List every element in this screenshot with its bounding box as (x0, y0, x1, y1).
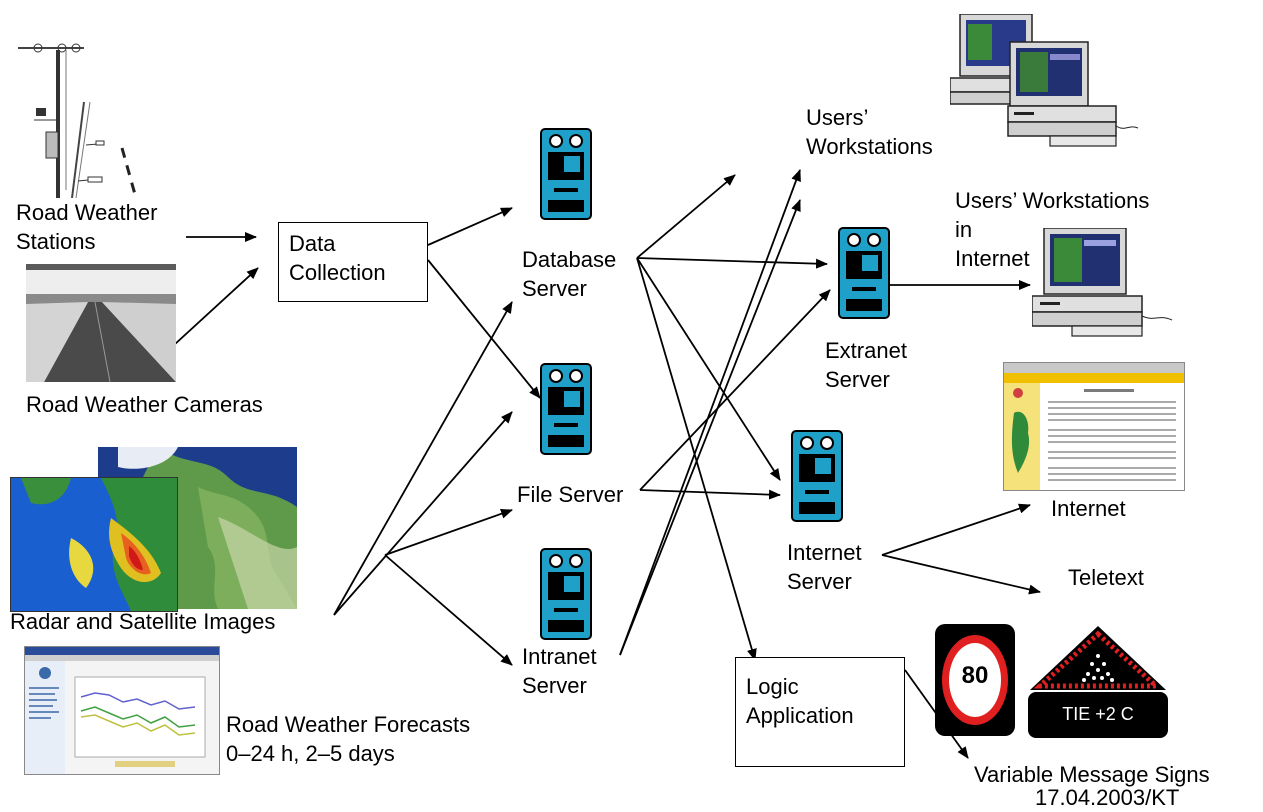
camera-image (26, 264, 176, 382)
webpage-screenshot (1003, 362, 1185, 491)
logic-application-label: Logic (746, 674, 799, 699)
server-icon (838, 227, 890, 324)
label-line: Server (825, 367, 890, 392)
weather-station-icon (14, 40, 144, 198)
logic-application-box: Logic Application (735, 657, 905, 767)
server-icon (540, 363, 592, 460)
warning-sign-icon: TIE +2 C (1028, 624, 1168, 738)
users-workstations-label: Users’ Workstations (806, 103, 933, 161)
extranet-server-label: Extranet Server (825, 336, 907, 394)
label-line: Intranet (522, 644, 597, 669)
logic-application-label: Application (746, 703, 854, 728)
label-line: Extranet (825, 338, 907, 363)
server-icon (540, 128, 592, 225)
label-line: Server (787, 569, 852, 594)
label-line: 0–24 h, 2–5 days (226, 741, 395, 766)
label-line: Users’ (806, 105, 869, 130)
internet-server-label: Internet Server (787, 538, 862, 596)
label-line: Road Weather Forecasts (226, 712, 471, 737)
data-collection-box: Data Collection (278, 222, 428, 302)
label-line: in (955, 217, 973, 242)
label-line: Road Weather (16, 200, 158, 225)
users-workstations-internet-label: Users’ Workstations in Internet (955, 186, 1149, 273)
data-collection-label: Data (289, 231, 336, 256)
label-line: Users’ Workstations (955, 188, 1150, 213)
file-server-label: File Server (517, 482, 624, 507)
road-weather-stations-label: Road Weather Stations (16, 198, 157, 256)
road-temp-text: TIE +2 C (1062, 704, 1134, 724)
forecast-screenshot (24, 646, 220, 775)
speed-sign-icon: 80 (935, 624, 1015, 736)
database-server-label: Database Server (522, 245, 616, 303)
label-line: Workstations (806, 134, 933, 159)
teletext-label: Teletext (1068, 565, 1144, 590)
variable-message-signs-label: Variable Message Signs (974, 762, 1210, 787)
workstation-icon (1031, 227, 1178, 345)
label-line: Server (522, 673, 587, 698)
road-weather-cameras-label: Road Weather Cameras (26, 392, 263, 417)
label-line: Server (522, 276, 587, 301)
satellite-image (98, 447, 297, 609)
label-line: Stations (16, 229, 96, 254)
label-line: Database (522, 247, 617, 272)
radar-satellite-label: Radar and Satellite Images (10, 609, 276, 634)
internet-label: Internet (1051, 496, 1126, 521)
speed-limit-value: 80 (961, 662, 989, 689)
workstation-icon (949, 13, 1140, 159)
label-line: Internet (787, 540, 862, 565)
data-collection-label: Collection (289, 260, 386, 285)
server-icon (540, 548, 592, 645)
server-icon (791, 430, 843, 527)
radar-image (10, 477, 178, 612)
forecasts-label: Road Weather Forecasts 0–24 h, 2–5 days (226, 710, 470, 768)
footer-date: 17.04.2003/KT (1035, 785, 1180, 810)
label-line: Internet (955, 246, 1030, 271)
intranet-server-label: Intranet Server (522, 642, 597, 700)
